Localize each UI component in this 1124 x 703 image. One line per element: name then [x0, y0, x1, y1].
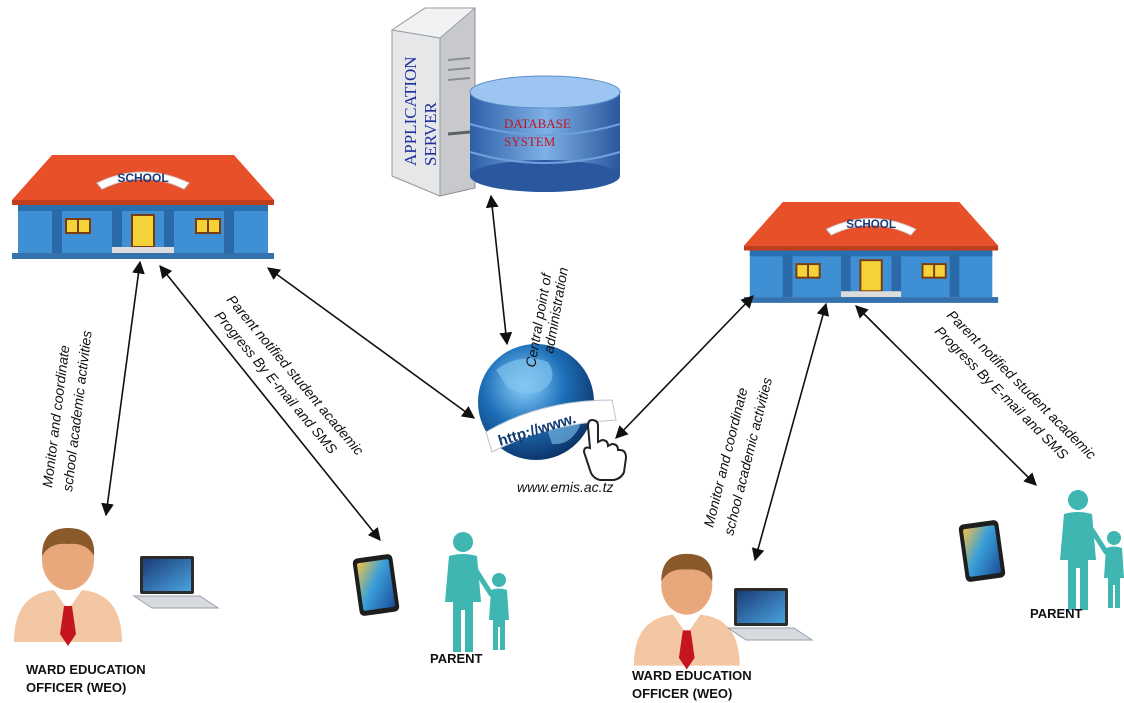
- weo-caption-left-line2: OFFICER (WEO): [26, 680, 126, 695]
- arrow-school-left-weo: [101, 260, 145, 517]
- tablet-icon-right: [958, 519, 1006, 583]
- weo-caption-right-line1: WARD EDUCATION: [632, 668, 752, 683]
- laptop-icon-right: [727, 587, 813, 641]
- parent-caption-left: PARENT: [430, 651, 483, 666]
- svg-text:Parent notified student academ: Parent notified student academic: [944, 307, 1099, 462]
- system-label: SYSTEM: [504, 134, 556, 149]
- parent-child-icon-left: [445, 532, 509, 652]
- database-icon: DATABASE SYSTEM: [469, 75, 621, 192]
- arrow-school-right-globe: [615, 295, 754, 439]
- school-sign: SCHOOL: [117, 171, 168, 185]
- weo-person-icon-right: [633, 553, 740, 670]
- laptop-icon-left: [133, 555, 219, 609]
- parent-link-label-right: Parent notified student academic Progres…: [932, 307, 1099, 463]
- arrow-school-right-parent: [855, 305, 1037, 486]
- svg-text:Parent notified student academ: Parent notified student academic: [224, 292, 367, 458]
- school-left-icon: SCHOOL: [11, 154, 275, 260]
- weo-caption-left-line1: WARD EDUCATION: [26, 662, 146, 677]
- application-server-icon: APPLICATION SERVER: [390, 7, 477, 197]
- database-label: DATABASE: [504, 116, 571, 131]
- svg-text:Progress By E-mail and SMS: Progress By E-mail and SMS: [212, 308, 341, 458]
- globe-icon: http://www. www.emis.ac.tz: [478, 344, 617, 495]
- svg-text:Progress By E-mail and SMS: Progress By E-mail and SMS: [932, 323, 1072, 463]
- parent-caption-right: PARENT: [1030, 606, 1083, 621]
- arrow-school-left-parent: [159, 265, 381, 541]
- school-sign: SCHOOL: [846, 218, 896, 231]
- server-label: SERVER: [421, 102, 440, 166]
- arrow-school-right-weo: [751, 302, 830, 562]
- weo-caption-right-line2: OFFICER (WEO): [632, 686, 732, 701]
- application-label: APPLICATION: [401, 56, 420, 166]
- weo-person-icon-left: [14, 528, 122, 646]
- parent-link-label-left: Parent notified student academic Progres…: [212, 292, 367, 458]
- weo-link-label-right: Monitor and coordinate school academic a…: [700, 376, 775, 537]
- website-caption: www.emis.ac.tz: [517, 479, 613, 495]
- connector-arrows: [101, 194, 1037, 562]
- school-right-icon: SCHOOL: [743, 201, 1000, 304]
- weo-link-label-left: Monitor and coordinate school academic a…: [39, 330, 95, 493]
- tablet-icon-left: [352, 553, 400, 617]
- hand-cursor-icon: [582, 418, 628, 481]
- parent-child-icon-right: [1060, 490, 1124, 610]
- arrow-server-globe: [485, 194, 513, 346]
